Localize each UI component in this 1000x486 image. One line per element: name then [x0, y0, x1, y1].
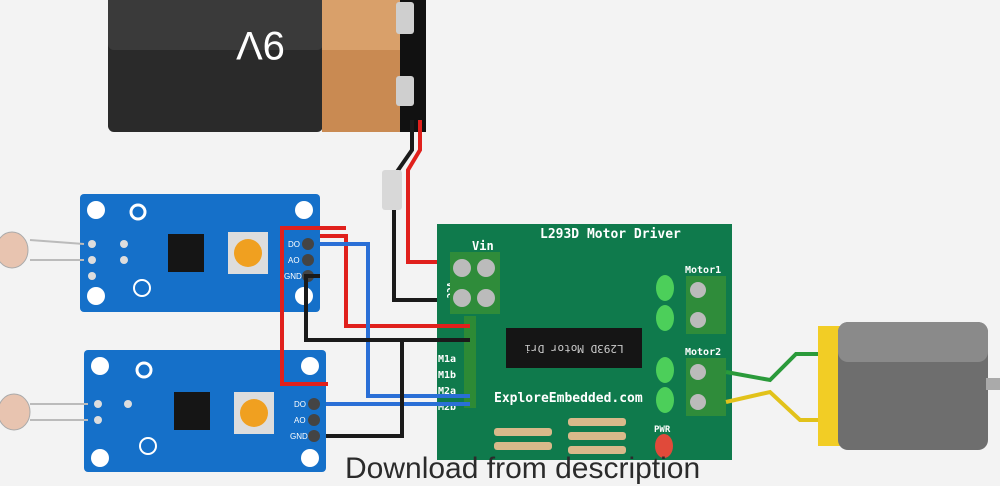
battery-red-wire: [406, 120, 460, 264]
pin-label-m2b: M2b: [438, 402, 456, 413]
wire-gnd-bottom: [326, 340, 404, 438]
pin-label-m1b: M1b: [438, 370, 456, 381]
motor-driver-board: L293D Motor Driver Vin VCC L293D Motor D…: [437, 224, 732, 460]
motor-wire-green: [725, 352, 830, 383]
sensor-top-pin-do: DO: [288, 240, 300, 249]
sensor-top-pin-gnd: GND: [284, 272, 302, 281]
battery-terminal-negative: [396, 76, 414, 106]
wire-vcc-top: [320, 234, 470, 328]
ldr-sensor-bottom: DO AO GND: [84, 350, 326, 472]
motor2-label: Motor2: [685, 347, 721, 358]
sensor-bottom-pin-ao: AO: [294, 416, 306, 425]
pwr-label: PWR: [654, 425, 671, 435]
battery-label: 9V: [236, 23, 285, 67]
battery-9v: 9V: [108, 0, 426, 132]
sensor-bottom-pin-do: DO: [294, 400, 306, 409]
website-label: ExploreEmbedded.com: [494, 391, 643, 406]
ldr-sensor-top: DO AO GND: [80, 194, 320, 312]
led-motor2-a: [656, 357, 674, 383]
battery-terminal-positive: [396, 2, 414, 34]
sensor-bottom-pin-gnd: GND: [290, 432, 308, 441]
wire-gnd-top: [304, 274, 470, 342]
ldr-bottom-photoresistor: [0, 393, 31, 431]
sensor-top-pin-ao: AO: [288, 256, 300, 265]
led-motor1-a: [656, 275, 674, 301]
led-power: [655, 434, 673, 458]
pin-label-m1a: M1a: [438, 354, 456, 365]
vcc-label: VCC: [444, 282, 454, 298]
wire-vcc-bottom: [280, 226, 346, 386]
chip-label: L293D Motor Dri: [524, 342, 623, 355]
ldr-top-photoresistor: [0, 231, 29, 269]
led-motor2-b: [656, 387, 674, 413]
dc-motor: [818, 322, 1000, 450]
pin-label-m2a: M2a: [438, 386, 456, 397]
motor-wire-yellow: [725, 389, 830, 422]
motor1-label: Motor1: [685, 265, 721, 276]
circuit-diagram: 9V DO AO GND: [0, 0, 1000, 472]
resistors: [494, 418, 626, 454]
vin-label: Vin: [472, 239, 494, 253]
led-motor1-b: [656, 305, 674, 331]
wire-do-top: [320, 242, 470, 398]
caption: Download from description: [345, 452, 701, 485]
driver-title: L293D Motor Driver: [540, 227, 681, 242]
